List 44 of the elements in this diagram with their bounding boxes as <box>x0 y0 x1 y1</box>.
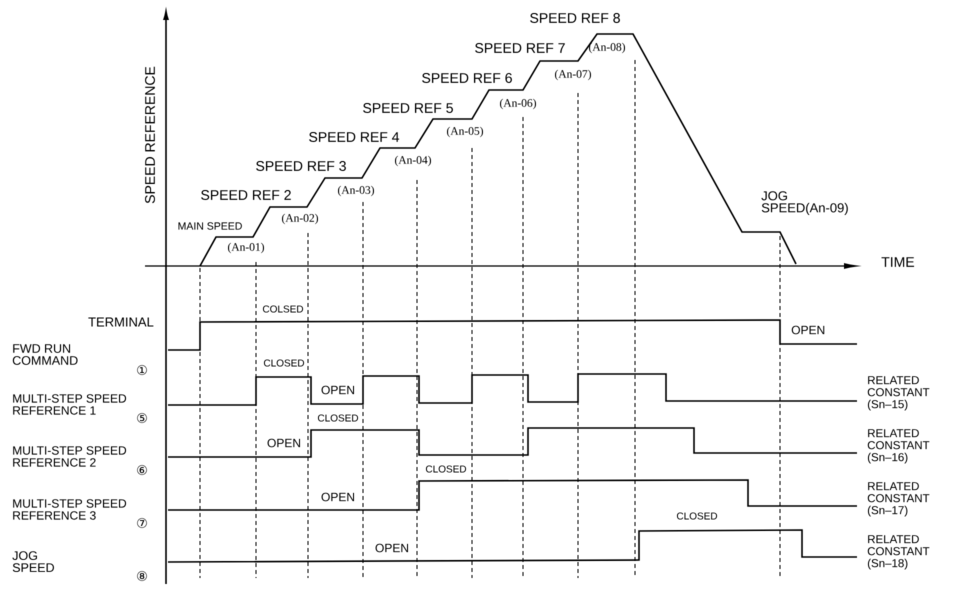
signal-label: JOG SPEED <box>12 551 54 572</box>
signal-label: MULTI-STEP SPEED REFERENCE 3 <box>13 499 126 520</box>
constant-label: RELATED CONSTANT (Sn–16) <box>868 429 930 464</box>
state-label: CLOSED <box>318 414 358 422</box>
pin-number: ⑤ <box>137 413 147 423</box>
step-label: SPEED REF 2 <box>201 190 291 200</box>
state-label: COLSED <box>262 305 304 313</box>
state-label: CLOSED <box>426 465 466 473</box>
parameter-label: (An-03) <box>338 186 374 196</box>
pin-number: ⑥ <box>137 465 147 475</box>
parameter-label: (An-07) <box>554 70 592 80</box>
step-label: SPEED REF 4 <box>309 132 400 142</box>
pin-number: ⑧ <box>137 571 147 581</box>
constant-label: RELATED CONSTANT (Sn–17) <box>868 482 930 516</box>
step-label: SPEED REF 8 <box>530 13 620 23</box>
constant-label: RELATED CONSTANT (Sn–15) <box>868 376 930 410</box>
step-label: SPEED REF 5 <box>363 103 453 113</box>
state-label: OPEN <box>792 326 824 334</box>
signal-label: MULTI-STEP SPEED REFERENCE 2 <box>13 446 126 467</box>
state-label: OPEN <box>322 492 354 502</box>
step-label: JOG SPEED(An-09) <box>761 191 848 215</box>
signal-label: TERMINAL <box>88 318 154 326</box>
state-label: CLOSED <box>676 512 718 520</box>
axis-label: SPEED REFERENCE <box>145 66 155 204</box>
step-label: SPEED REF 6 <box>422 73 512 83</box>
constant-label: RELATED CONSTANT (Sn–18) <box>868 535 930 570</box>
parameter-label: (An-02) <box>282 214 318 224</box>
parameter-label: (An-06) <box>500 98 536 110</box>
step-label: MAIN SPEED <box>178 222 242 230</box>
state-label: OPEN <box>322 386 354 394</box>
parameter-label: (An-05) <box>446 126 484 138</box>
pin-number: ⑦ <box>137 518 147 528</box>
parameter-label: (An-04) <box>394 156 432 166</box>
signal-label: FWD RUN COMMAND <box>12 344 78 365</box>
state-label: OPEN <box>376 544 408 552</box>
state-label: OPEN <box>268 438 300 448</box>
pin-number: ① <box>137 365 147 375</box>
step-label: SPEED REF 7 <box>475 43 565 53</box>
step-label: SPEED REF 3 <box>256 161 346 171</box>
parameter-label: (An-08) <box>588 42 626 54</box>
parameter-label: (An-01) <box>228 242 264 254</box>
signal-label: MULTI-STEP SPEED REFERENCE 1 <box>13 394 126 415</box>
axis-label: TIME <box>882 257 914 267</box>
state-label: CLOSED <box>264 359 304 367</box>
